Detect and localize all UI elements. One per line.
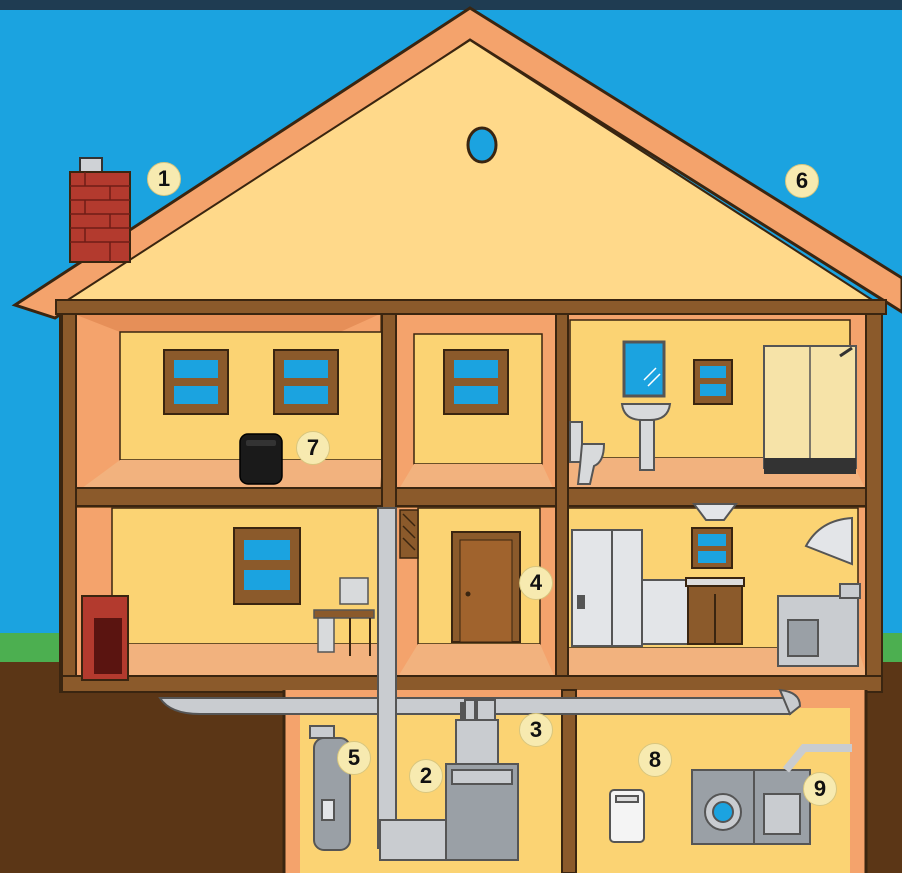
top-dark-bar	[0, 0, 902, 10]
stove-icon	[778, 584, 860, 666]
main-floor-beam	[62, 676, 882, 692]
eave-beam	[56, 300, 886, 314]
refrigerator-icon	[572, 530, 642, 646]
wall-vent-icon	[400, 510, 418, 558]
marker-6-badge: 6	[785, 164, 819, 198]
washer-icon	[692, 770, 754, 844]
marker-5-badge: 5	[337, 741, 371, 775]
post-mid-right	[556, 302, 568, 682]
chimney-icon	[70, 158, 130, 262]
upper-floor-beam	[62, 488, 882, 506]
marker-7-badge: 7	[296, 431, 330, 465]
window-icon	[164, 350, 228, 414]
shower-icon	[764, 346, 856, 474]
attic-vent-icon	[468, 128, 496, 162]
marker-2-badge: 2	[409, 759, 443, 793]
marker-4-badge: 4	[519, 566, 553, 600]
kitchen-cabinet-icon	[686, 578, 744, 644]
window-icon	[234, 528, 300, 604]
marker-1-badge: 1	[147, 162, 181, 196]
marker-8-badge: 8	[638, 743, 672, 777]
door-icon	[452, 532, 520, 642]
marker-9-badge: 9	[803, 772, 837, 806]
air-purifier-icon	[240, 434, 282, 484]
window-icon	[444, 350, 508, 414]
marker-3-badge: 3	[519, 713, 553, 747]
fireplace-icon	[82, 596, 128, 680]
window-icon	[692, 528, 732, 568]
window-icon	[274, 350, 338, 414]
window-icon	[694, 360, 732, 404]
dishwasher-icon	[642, 580, 688, 644]
dehumidifier-icon	[610, 790, 644, 842]
post-left	[62, 302, 76, 682]
post-right	[866, 302, 882, 692]
mirror-icon	[624, 342, 664, 396]
